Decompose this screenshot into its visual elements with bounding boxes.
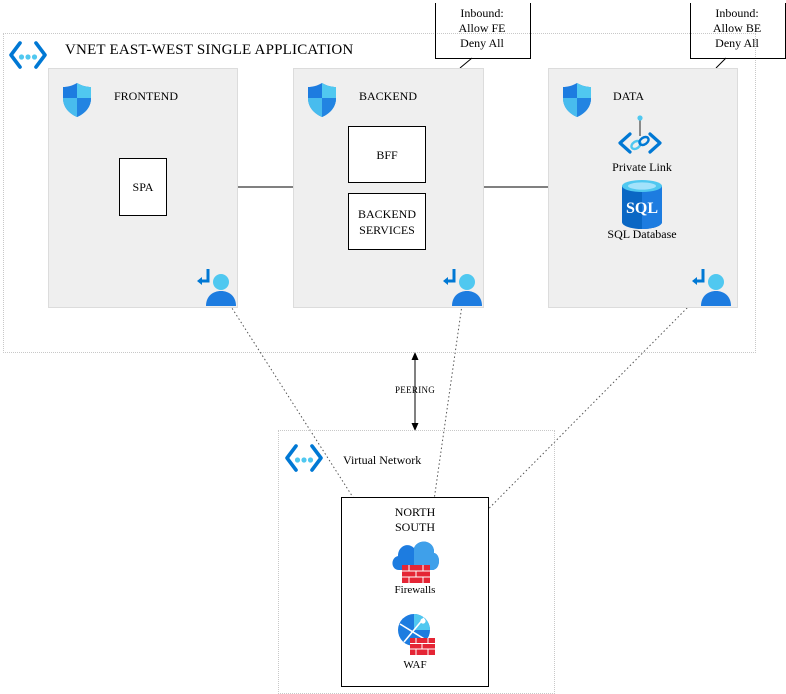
data-inbound-line-2: Allow BE bbox=[712, 21, 762, 35]
backend-inbound-line-1: Inbound: bbox=[460, 6, 504, 20]
peering-label: PEERING bbox=[395, 385, 436, 395]
data-inbound-line-3: Deny All bbox=[715, 36, 759, 50]
data-callout-pointer bbox=[715, 57, 727, 69]
data-route-line bbox=[434, 304, 691, 564]
data-identity-icon bbox=[691, 266, 733, 308]
backend-label: BACKEND bbox=[359, 89, 418, 103]
hub-vnet-icon bbox=[285, 443, 323, 473]
private-link-label: Private Link bbox=[612, 160, 672, 174]
firewall-icon bbox=[389, 536, 441, 584]
frontend-route-line bbox=[229, 304, 396, 564]
vnet-icon bbox=[9, 40, 47, 70]
spa-box: SPA bbox=[119, 158, 167, 216]
backend-inbound-line-3: Deny All bbox=[460, 36, 504, 50]
sql-database-label: SQL Database bbox=[607, 227, 677, 241]
data-label: DATA bbox=[613, 89, 645, 103]
frontend-identity-icon bbox=[196, 266, 238, 308]
backend-inbound-callout-frame bbox=[435, 3, 531, 59]
backend-subnet bbox=[293, 68, 484, 308]
data-inbound-callout: Inbound: Allow BE Deny All bbox=[690, 6, 784, 51]
bff-box: BFF bbox=[348, 126, 426, 183]
hub-vnet-label: Virtual Network bbox=[343, 453, 422, 467]
frontend-label: FRONTEND bbox=[114, 89, 179, 103]
waf-icon bbox=[396, 612, 436, 656]
sql-glyph: SQL bbox=[626, 200, 658, 217]
vnet-east-west-region bbox=[3, 33, 756, 353]
private-link-icon bbox=[617, 114, 663, 160]
data-shield-icon bbox=[562, 82, 592, 118]
backend-identity-icon bbox=[442, 266, 484, 308]
sql-database-icon: SQL bbox=[620, 178, 664, 230]
diagram-title: VNET EAST-WEST SINGLE APPLICATION bbox=[65, 42, 354, 58]
firewalls-label: Firewalls bbox=[394, 584, 436, 596]
data-inbound-line-1: Inbound: bbox=[715, 6, 759, 20]
backend-services-box: BACKEND SERVICES bbox=[348, 193, 426, 250]
backend-inbound-line-2: Allow FE bbox=[458, 21, 506, 35]
north-south-label: NORTH SOUTH bbox=[394, 505, 436, 534]
waf-label: WAF bbox=[403, 659, 427, 671]
backend-shield-icon bbox=[307, 82, 337, 118]
backend-callout-pointer bbox=[459, 57, 473, 69]
backend-inbound-callout: Inbound: Allow FE Deny All bbox=[435, 6, 529, 51]
north-south-box bbox=[341, 497, 489, 687]
frontend-shield-icon bbox=[62, 82, 92, 118]
